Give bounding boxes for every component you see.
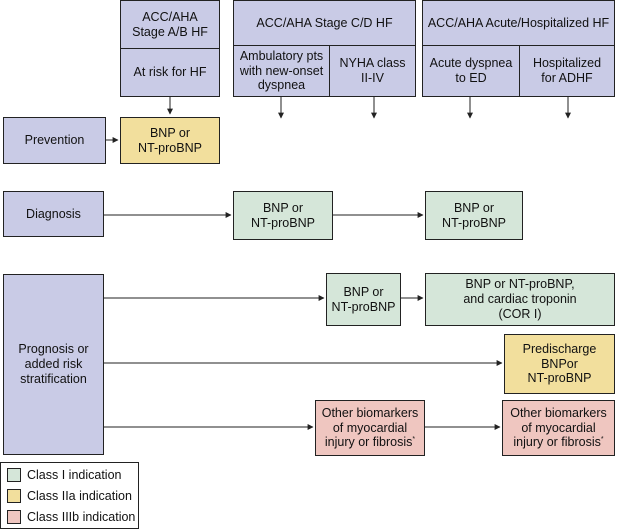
other1-line2: of myocardial	[332, 420, 408, 435]
diagnosis-bnp2-line2: NT-proBNP	[442, 215, 506, 230]
acute-sub1-line2: to ED	[455, 71, 487, 85]
acute-sub1-line1: Acute dyspnea	[429, 56, 513, 71]
other2-line3: injury or fibrosis	[513, 435, 601, 450]
stage-ab-subtitle: At risk for HF	[133, 65, 207, 80]
other2-mark: *	[600, 436, 604, 444]
predischarge-line1: Predischarge	[522, 341, 597, 356]
diagnosis-bnp1-line1: BNP or	[262, 200, 304, 215]
stage-cd-sub1-line2: with new-onset	[239, 63, 324, 78]
acute-title: ACC/AHA Acute/Hospitalized HF	[427, 15, 610, 30]
prognosis-label-line2: added risk	[24, 357, 83, 372]
prognosis-other-biomarkers-box-1: Other biomarkers of myocardial injury or…	[315, 400, 425, 456]
prevention-bnp-line1: BNP or	[149, 125, 191, 140]
legend-swatch-class-iia	[7, 489, 21, 503]
stage-cd-sub2-line1: NYHA class	[339, 56, 406, 71]
troponin-line3: (COR I)	[498, 306, 542, 321]
predischarge-line2: BNPor	[541, 356, 578, 371]
prevention-bnp-line2: NT-proBNP	[138, 140, 202, 155]
diagnosis-bnp1-line2: NT-proBNP	[251, 215, 315, 230]
diagnosis-bnp2-line1: BNP or	[453, 200, 495, 215]
stage-cd-sub1-line1: Ambulatory pts	[239, 48, 324, 63]
header-acute: ACC/AHA Acute/Hospitalized HF Acute dysp…	[422, 0, 615, 97]
prognosis-other-biomarkers-box-2: Other biomarkers of myocardial injury or…	[502, 400, 615, 456]
troponin-line2: and cardiac troponin	[463, 292, 577, 307]
prognosis-predischarge-box: Predischarge BNPor NT-proBNP	[504, 334, 615, 394]
stage-ab-title-line2: Stage A/B HF	[132, 24, 208, 39]
other2-line3-wrap: injury or fibrosis*	[513, 435, 603, 450]
legend-item-class-iia: Class IIa indication	[7, 488, 132, 504]
diagnosis-bnp-box-1: BNP or NT-proBNP	[233, 191, 333, 240]
prevention-bnp-box: BNP or NT-proBNP	[120, 117, 220, 164]
header-stage-ab: ACC/AHA Stage A/B HF At risk for HF	[120, 0, 220, 97]
legend-item-class-i: Class I indication	[7, 467, 122, 483]
prognosis-label-line1: Prognosis or	[18, 342, 89, 357]
stage-cd-title: ACC/AHA Stage C/D HF	[256, 15, 393, 30]
legend-swatch-class-i	[7, 468, 21, 482]
other1-mark: *	[412, 436, 416, 444]
legend-item-class-iiib: Class IIIb indication	[7, 509, 135, 525]
legend-label-class-i: Class I indication	[27, 468, 122, 482]
row-label-prognosis: Prognosis or added risk stratification	[3, 274, 104, 455]
legend: Class I indication Class IIa indication …	[0, 462, 139, 529]
diagnosis-label: Diagnosis	[26, 206, 81, 221]
stage-ab-title-line1: ACC/AHA	[142, 9, 198, 24]
other1-line3: injury or fibrosis	[324, 435, 413, 450]
legend-label-class-iia: Class IIa indication	[27, 489, 132, 503]
other1-line3-wrap: injury or fibrosis*	[325, 435, 415, 450]
row-label-prevention: Prevention	[3, 117, 106, 164]
legend-label-class-iiib: Class IIIb indication	[27, 510, 136, 524]
other1-line1: Other biomarkers	[321, 405, 419, 420]
prognosis-bnp-line1: BNP or	[343, 284, 384, 299]
prevention-label: Prevention	[24, 133, 85, 148]
prognosis-bnp-line2: NT-proBNP	[331, 299, 396, 314]
prognosis-troponin-box: BNP or NT-proBNP, and cardiac troponin (…	[425, 273, 615, 326]
troponin-line1: BNP or NT-proBNP,	[465, 277, 575, 292]
stage-cd-sub2-line2: II-IV	[361, 71, 384, 85]
other2-line1: Other biomarkers	[510, 405, 607, 420]
header-stage-cd: ACC/AHA Stage C/D HF Ambulatory pts with…	[233, 0, 416, 97]
prognosis-bnp-box: BNP or NT-proBNP	[326, 273, 401, 326]
stage-cd-sub1-line3: dyspnea	[257, 78, 306, 93]
predischarge-line3: NT-proBNP	[527, 371, 592, 386]
diagnosis-bnp-box-2: BNP or NT-proBNP	[425, 191, 523, 240]
acute-sub2-line2: for ADHF	[541, 71, 593, 85]
prognosis-label-line3: stratification	[20, 371, 87, 386]
other2-line2: of myocardial	[521, 420, 596, 435]
acute-sub2-line1: Hospitalized	[532, 56, 602, 71]
legend-swatch-class-iiib	[7, 510, 21, 524]
row-label-diagnosis: Diagnosis	[3, 191, 104, 237]
